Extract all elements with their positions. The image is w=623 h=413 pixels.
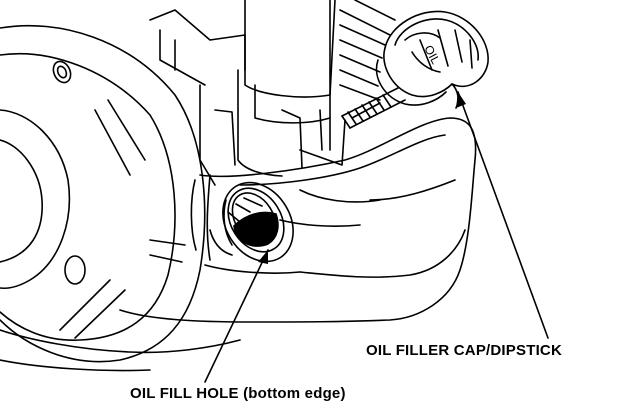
- oil-filler-cap-label: OIL FILLER CAP/DIPSTICK: [366, 342, 562, 359]
- oil-fill-hole: [209, 181, 294, 263]
- dipstick-shaft: [341, 87, 406, 129]
- cap-marking-text: OIL: [421, 43, 443, 67]
- leader-lines: [204, 91, 549, 383]
- lower-crankcase: [0, 117, 477, 372]
- crankcase-block: [149, 0, 396, 186]
- oil-filler-cap: [375, 10, 489, 109]
- cap-leader-line: [457, 91, 549, 339]
- oil-fill-hole-label: OIL FILL HOLE (bottom edge): [130, 385, 346, 402]
- fan-housing: [0, 24, 206, 363]
- cap-arrowhead: [456, 92, 466, 108]
- hole-arrowhead: [258, 250, 268, 264]
- hole-leader-line: [204, 249, 269, 383]
